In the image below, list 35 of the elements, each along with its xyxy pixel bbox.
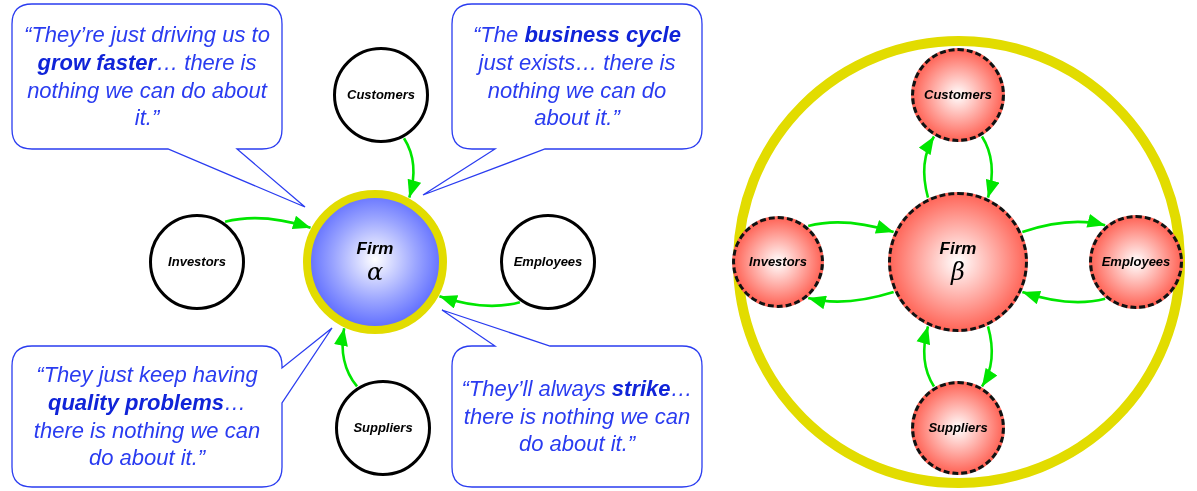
speech-bubble [442, 310, 702, 487]
arrow [334, 327, 359, 388]
speech-bubble [423, 4, 702, 195]
node-label: Investors [749, 254, 807, 270]
node-label: Customers [347, 87, 415, 103]
greek-letter: β [951, 258, 965, 285]
quote-text: “The business cycle just exists… there is nothing we can do about it.” [472, 20, 682, 133]
arrow [1021, 290, 1106, 304]
node-label: Employees [1101, 254, 1171, 270]
speech-bubble [12, 4, 305, 207]
node-label: Investors [168, 254, 226, 270]
node-label: Employees [513, 254, 583, 270]
arrow [980, 326, 997, 388]
node-label: Firm [939, 239, 977, 259]
arrow [916, 326, 936, 388]
node-label: Customers [924, 87, 992, 103]
arrow [980, 135, 999, 198]
speech-bubble [12, 328, 332, 487]
quote-text: “They’ll always strike… there is nothing we can do about it.” [460, 374, 694, 459]
greek-letter: α [366, 258, 384, 285]
arrow [1021, 214, 1106, 234]
arrow [919, 135, 936, 198]
node-label: Suppliers [928, 420, 988, 436]
quote-text: “They’re just driving us to grow faster… there is nothing we can do about it.” [23, 20, 271, 133]
arrow [224, 216, 311, 230]
arrow [807, 220, 894, 234]
boundary-ring [733, 36, 1185, 488]
quote-text: “They just keep having quality problems… there is nothing we can do about it.” [32, 360, 262, 473]
arrow [807, 290, 894, 309]
arrow [439, 294, 521, 309]
arrow [402, 137, 421, 198]
node-label: Firm [356, 239, 394, 259]
stakeholder-circle [732, 216, 824, 308]
stakeholder-circle [1089, 215, 1183, 309]
node-label: Suppliers [353, 420, 413, 436]
